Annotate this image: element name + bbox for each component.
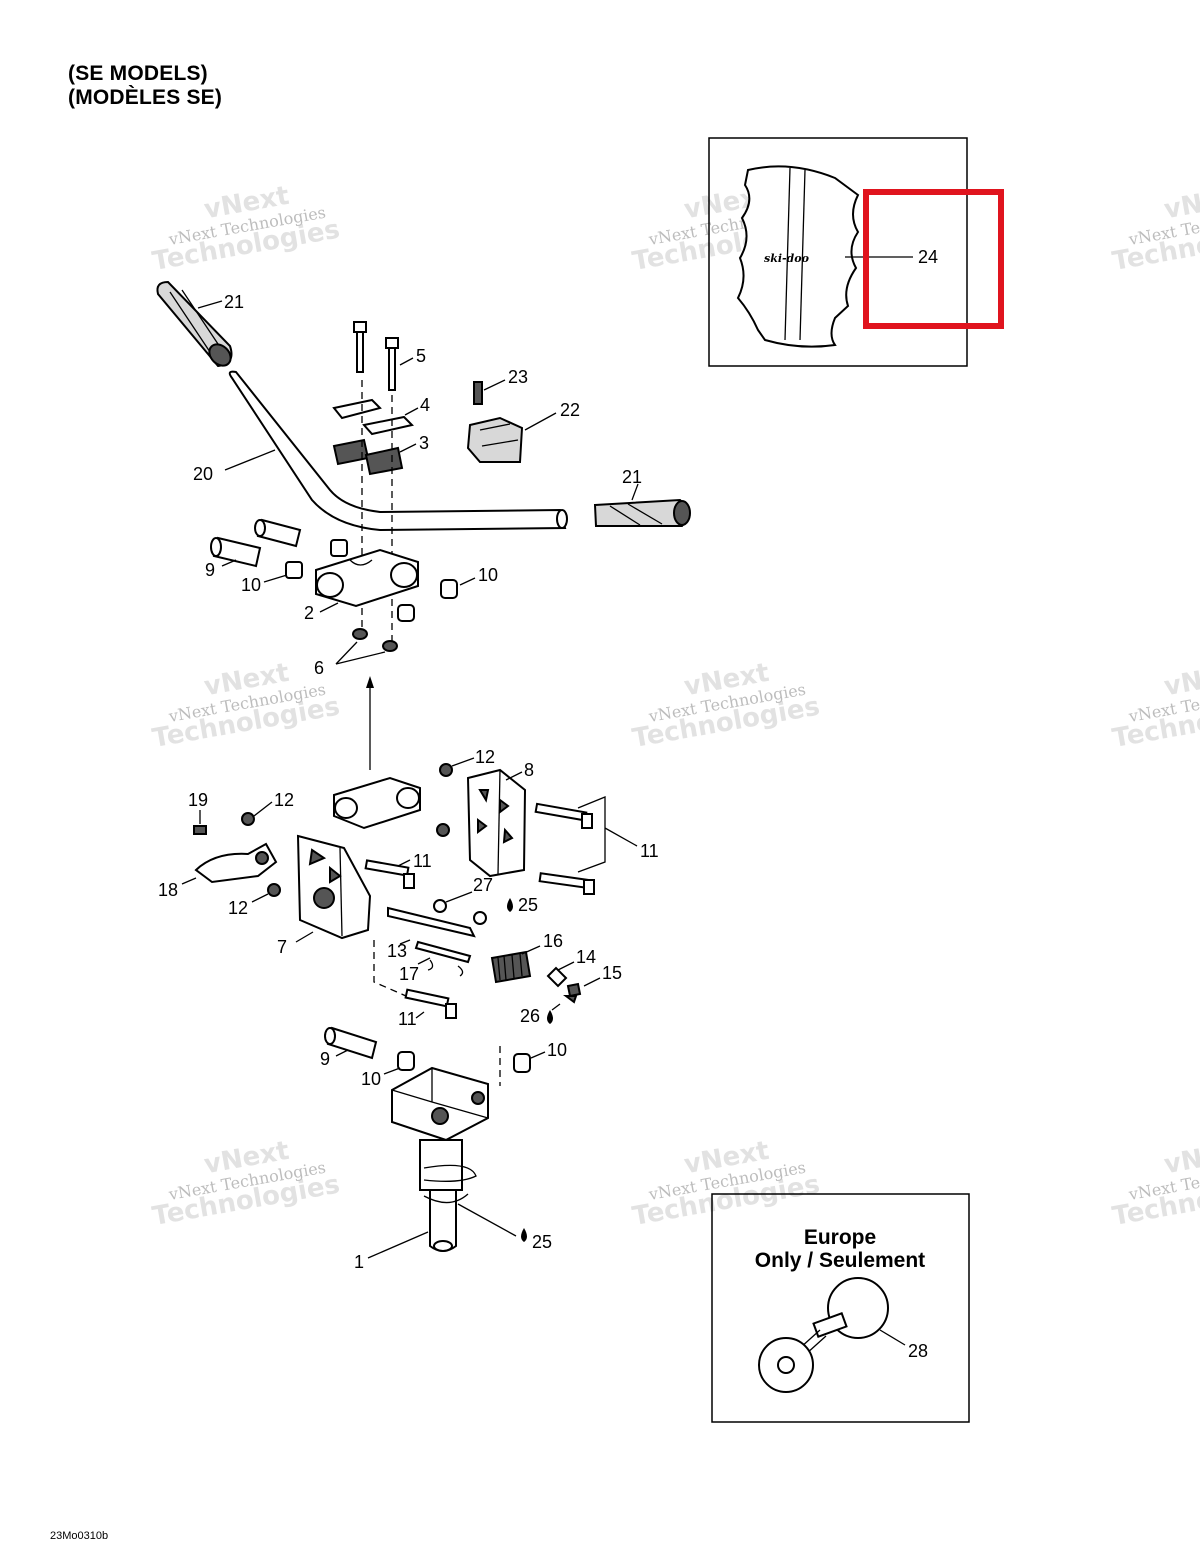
callout-8: 8 (524, 760, 534, 780)
bolt-11-lower (404, 988, 457, 1019)
callout-25-middle: 25 (518, 895, 538, 915)
callout-26: 26 (520, 1006, 540, 1026)
bolt-11-middle (364, 859, 415, 889)
svg-text:vNext: vNext (1162, 1136, 1200, 1180)
callout-14: 14 (576, 947, 596, 967)
callout-12-top: 12 (475, 747, 495, 767)
callout-21-right: 21 (622, 467, 642, 487)
callout-12-left-bottom: 12 (228, 898, 248, 918)
bolt-19 (193, 825, 207, 835)
lube-drop-icon (507, 898, 513, 912)
callout-12-left-top: 12 (274, 790, 294, 810)
callout-23: 23 (508, 367, 528, 387)
watermark-group: Technologies vNext Technologies vNext Te… (150, 181, 1200, 1232)
clamp-plates-4 (332, 398, 414, 436)
callout-19: 19 (188, 790, 208, 810)
callout-28: 28 (908, 1341, 928, 1361)
washers-12-left (241, 812, 281, 897)
callout-25-lower: 25 (532, 1232, 552, 1252)
bolts-11-right (534, 802, 595, 895)
bolts-5 (353, 321, 399, 391)
handlebar-grip-left (156, 280, 233, 368)
callout-11-middle: 11 (413, 851, 432, 871)
callout-11-right: 11 (640, 841, 659, 861)
callout-13: 13 (387, 941, 407, 961)
callout-24: 24 (918, 247, 938, 267)
support-bracket-8 (466, 768, 527, 878)
callout-9-lower: 9 (320, 1049, 330, 1069)
section-title-english: (SE MODELS) (68, 62, 208, 85)
cover-22 (466, 416, 524, 463)
handlebar-riser-2 (315, 548, 419, 608)
lever-18 (194, 842, 278, 884)
handlebar-tube (228, 370, 568, 532)
callout-10-lower-right: 10 (547, 1040, 567, 1060)
callout-5: 5 (416, 346, 426, 366)
callout-22: 22 (560, 400, 580, 420)
washers-12-right (436, 763, 453, 837)
riser-ghost (333, 776, 421, 830)
callout-10-lower-left: 10 (361, 1069, 381, 1089)
callout-17: 17 (399, 964, 419, 984)
callout-2: 2 (304, 603, 314, 623)
callout-7: 7 (277, 937, 287, 957)
clamps-3 (332, 438, 404, 476)
callout-21-left: 21 (224, 292, 244, 312)
inset-europe-horn: 28 (711, 1193, 970, 1423)
svg-text:vNext: vNext (1162, 658, 1200, 702)
handlebar-grip-right (593, 498, 691, 527)
callout-10-upper-right: 10 (478, 565, 498, 585)
support-bracket-7 (296, 834, 372, 940)
inset-handlebar-pad: ski-doo 24 (708, 137, 1004, 367)
plate-14 (546, 966, 582, 1004)
callout-4: 4 (420, 395, 430, 415)
europe-only-label: Only / Seulement (754, 1249, 926, 1272)
callout-3: 3 (419, 433, 429, 453)
callout-16: 16 (543, 931, 563, 951)
linkage-rod-13 (387, 906, 476, 964)
upper-bushings (210, 518, 458, 622)
nuts-6 (352, 628, 398, 652)
set-screw-23 (473, 381, 483, 405)
lube-drop-icon-lower (521, 1228, 527, 1242)
callout-1: 1 (354, 1252, 364, 1272)
highlight-box (863, 189, 1004, 329)
callout-20: 20 (193, 464, 213, 484)
callout-6: 6 (314, 658, 324, 678)
handlebar-pad-shape (736, 165, 860, 348)
lube-drop-icon-26 (547, 1010, 553, 1024)
steering-column-1 (391, 1066, 489, 1252)
lower-bushings (324, 1026, 531, 1073)
callout-27: 27 (473, 875, 493, 895)
section-title-french: (MODÈLES SE) (68, 86, 223, 109)
callout-18: 18 (158, 880, 178, 900)
reference-code: 23Mo0310b (50, 1530, 109, 1542)
svg-text:vNext: vNext (1162, 181, 1200, 225)
spring-16 (490, 950, 532, 984)
callout-9-upper: 9 (205, 560, 215, 580)
washer-27 (433, 899, 487, 925)
ski-doo-logo: ski-doo (764, 252, 809, 265)
callout-10-upper-left: 10 (241, 575, 261, 595)
europe-label: Europe (803, 1226, 877, 1249)
callout-15: 15 (602, 963, 622, 983)
callout-11-lower: 11 (398, 1009, 417, 1029)
